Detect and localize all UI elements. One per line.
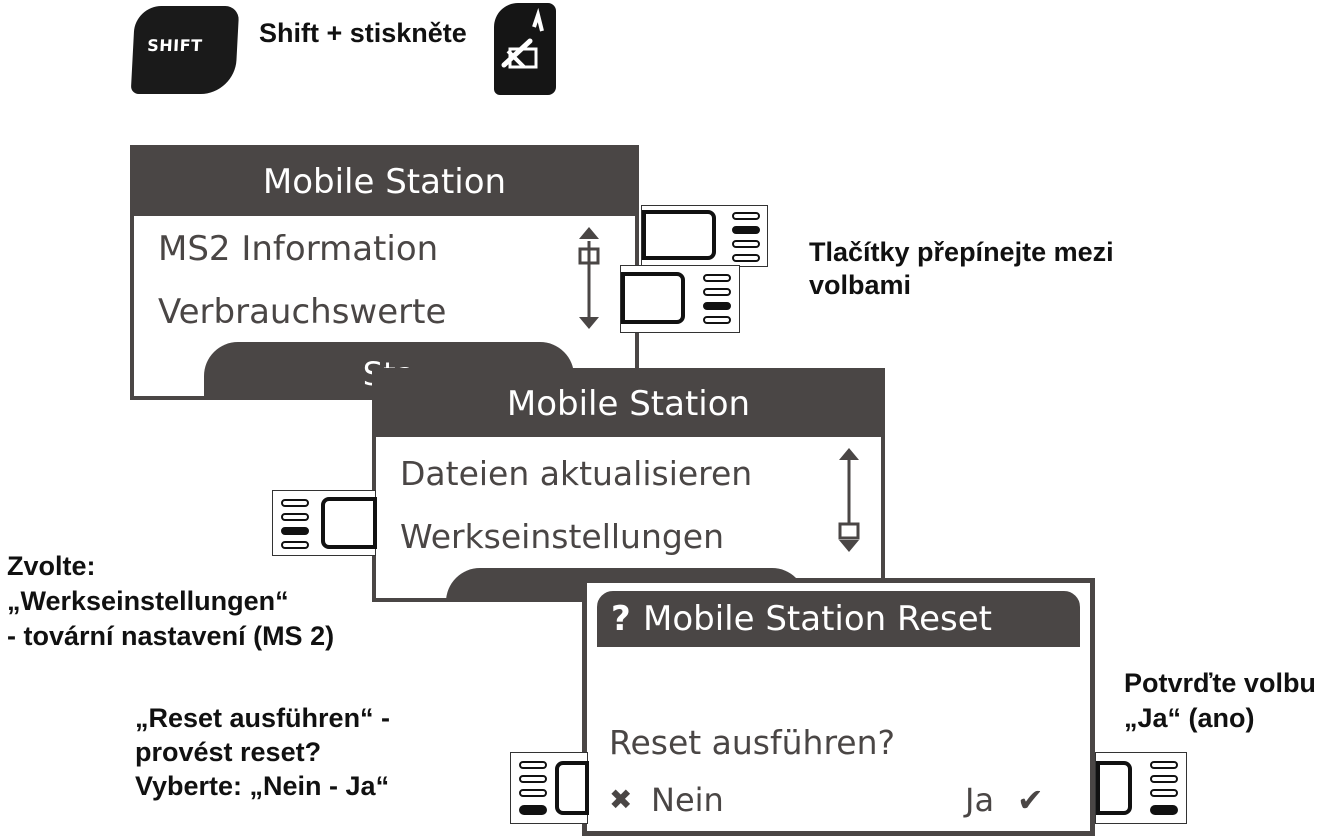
scroll-arrow-icon bbox=[834, 448, 864, 564]
shift-key-label: SHIFT bbox=[146, 36, 203, 55]
close-icon: ✖ bbox=[609, 783, 633, 816]
reset-annotation-line1: „Reset ausführen“ - bbox=[135, 703, 391, 733]
reset-question: Reset ausführen? bbox=[609, 723, 896, 762]
menu-item-dateien-aktualisieren[interactable]: Dateien aktualisieren bbox=[400, 454, 753, 493]
menu-item-verbrauchswerte[interactable]: Verbrauchswerte bbox=[158, 292, 447, 332]
shift-key-icon: SHIFT bbox=[130, 6, 240, 94]
check-icon: ✔ bbox=[1017, 781, 1044, 819]
scroll-arrow-icon bbox=[574, 227, 604, 341]
question-icon: ? bbox=[611, 599, 631, 639]
screen1-title: Mobile Station bbox=[134, 149, 635, 216]
screen-main-menu-2: Mobile Station Dateien aktualisieren Wer… bbox=[372, 368, 885, 602]
reset-dialog-header bbox=[595, 589, 1082, 649]
choose-annotation-line2: „Werkseinstellungen“ bbox=[7, 586, 289, 616]
menu-item-ms2-information[interactable]: MS2 Information bbox=[158, 229, 439, 269]
choose-annotation-line1: Zvolte: bbox=[7, 551, 96, 581]
key-schematic-icon bbox=[272, 490, 377, 556]
screen-main-menu: Mobile Station MS2 Information Verbrauch… bbox=[130, 145, 639, 400]
choose-annotation-line3: - tovární nastavení (MS 2) bbox=[7, 621, 335, 651]
screen-reset-dialog: ? Mobile Station Reset Reset ausführen? … bbox=[582, 578, 1095, 836]
screen3-title: Mobile Station Reset bbox=[643, 599, 992, 639]
ja-label[interactable]: Ja bbox=[965, 781, 995, 819]
reset-annotation-line3: Vyberte: „Nein - Ja“ bbox=[135, 771, 390, 801]
wrench-track-icon bbox=[494, 3, 556, 95]
screen2-title: Mobile Station bbox=[376, 372, 881, 437]
key-schematic-icon bbox=[620, 265, 740, 333]
key-schematic-icon bbox=[1095, 752, 1187, 824]
nein-label[interactable]: Nein bbox=[651, 781, 724, 819]
confirm-annotation-line2: „Ja“ (ano) bbox=[1124, 703, 1255, 733]
key-schematic-icon bbox=[510, 752, 589, 824]
toggle-annotation-line2: volbami bbox=[809, 270, 912, 300]
reset-annotation-line2: provést reset? bbox=[135, 737, 322, 767]
key-schematic-icon bbox=[641, 205, 768, 267]
shift-instruction: Shift + stiskněte bbox=[259, 18, 467, 48]
toggle-annotation-line1: Tlačítky přepínejte mezi bbox=[809, 237, 1114, 267]
confirm-annotation-line1: Potvrďte volbu bbox=[1124, 668, 1316, 698]
menu-item-werkseinstellungen[interactable]: Werkseinstellungen bbox=[400, 517, 725, 556]
